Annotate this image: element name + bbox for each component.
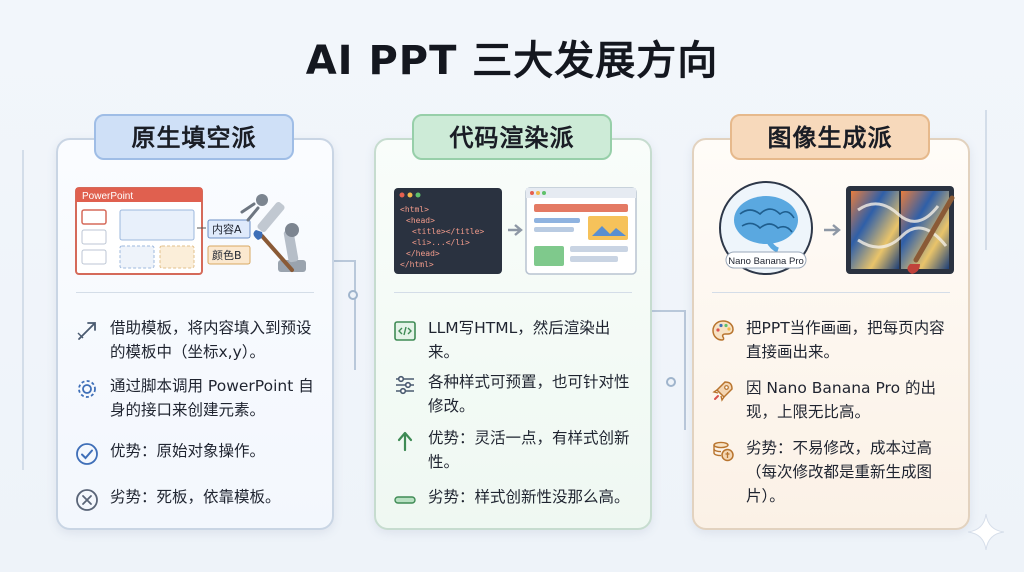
coins-icon — [710, 438, 736, 464]
list-item: 劣势：不易修改，成本过高（每次修改都是重新生成图片）。 — [710, 436, 958, 508]
item-text: 劣势：死板，依靠模板。 — [110, 488, 281, 506]
item-text: 各种样式可预置，也可针对性修改。 — [428, 373, 630, 415]
item-text: 劣势：不易修改，成本过高（每次修改都是重新生成图片）。 — [746, 439, 933, 505]
connector-line — [652, 310, 686, 430]
heading-native-fill: 原生填空派 — [94, 114, 294, 160]
tag-content-label: 内容A — [212, 222, 242, 236]
edit-arrow-icon — [74, 318, 100, 344]
connector-dot — [348, 290, 358, 300]
list-item: 因 Nano Banana Pro 的出现，上限无比高。 — [710, 376, 958, 424]
gear-icon — [74, 376, 100, 402]
list-item: 各种样式可预置，也可针对性修改。 — [392, 370, 640, 418]
item-text: 通过脚本调用 PowerPoint 自身的接口来创建元素。 — [110, 377, 314, 419]
arrow-up-icon — [392, 428, 418, 454]
code-line: <html> — [400, 205, 429, 214]
connector-dot — [666, 377, 676, 387]
image-gen-illustration: Nano Banana Pro — [708, 180, 958, 280]
code-line: <title></title> — [412, 227, 484, 236]
card-native-fill: PowerPoint 内容A 颜色B — [56, 138, 334, 530]
x-circle-icon — [74, 487, 100, 513]
list-item: 劣势：死板，依靠模板。 — [74, 485, 322, 513]
item-text: 把PPT当作画画，把每页内容直接画出来。 — [746, 319, 945, 361]
list-item: 优势：灵活一点，有样式创新性。 — [392, 426, 640, 474]
tag-color-label: 颜色B — [212, 248, 242, 262]
sparkle-icon — [966, 512, 1006, 552]
item-text: 优势：灵活一点，有样式创新性。 — [428, 429, 630, 471]
heading-code-render: 代码渲染派 — [412, 114, 612, 160]
card-divider — [394, 292, 632, 293]
card-code-render: <html> <head> <title></title> <li>...</l… — [374, 138, 652, 530]
code-render-illustration: <html> <head> <title></title> <li>...</l… — [390, 180, 640, 280]
code-window-icon — [392, 318, 418, 344]
page-title: AI PPT 三大发展方向 — [305, 38, 719, 84]
list-item: 劣势：样式创新性没那么高。 — [392, 485, 640, 513]
code-line: <li>...</li> — [412, 238, 470, 247]
powerpoint-window-title: PowerPoint — [82, 191, 133, 202]
code-line: </html> — [400, 260, 434, 269]
sliders-icon — [392, 372, 418, 398]
list-item: 优势：原始对象操作。 — [74, 439, 322, 467]
item-text: 优势：原始对象操作。 — [110, 442, 266, 460]
check-circle-icon — [74, 441, 100, 467]
card-image-generation: Nano Banana Pro 把PPT当作画画，把每页内容直接画出来。 — [692, 138, 970, 530]
item-text: 劣势：样式创新性没那么高。 — [428, 488, 630, 506]
list-item: LLM写HTML，然后渲染出来。 — [392, 316, 640, 364]
card-divider — [712, 292, 950, 293]
connector-line — [334, 260, 356, 370]
rocket-icon — [710, 378, 736, 404]
model-label: Nano Banana Pro — [728, 256, 804, 267]
background-circuit-line — [985, 110, 987, 250]
code-line: <head> — [406, 216, 435, 225]
list-item: 把PPT当作画画，把每页内容直接画出来。 — [710, 316, 958, 364]
minus-icon — [392, 487, 418, 513]
heading-image-generation: 图像生成派 — [730, 114, 930, 160]
item-text: LLM写HTML，然后渲染出来。 — [428, 319, 611, 361]
list-item: 借助模板，将内容填入到预设的模板中（坐标x,y）。 — [74, 316, 322, 364]
item-text: 借助模板，将内容填入到预设的模板中（坐标x,y）。 — [110, 319, 312, 361]
list-item: 通过脚本调用 PowerPoint 自身的接口来创建元素。 — [74, 374, 322, 422]
card-divider — [76, 292, 314, 293]
item-text: 因 Nano Banana Pro 的出现，上限无比高。 — [746, 379, 936, 421]
code-line: </head> — [406, 249, 440, 258]
palette-icon — [710, 318, 736, 344]
powerpoint-illustration: PowerPoint 内容A 颜色B — [72, 180, 322, 280]
background-circuit-line — [22, 150, 24, 470]
